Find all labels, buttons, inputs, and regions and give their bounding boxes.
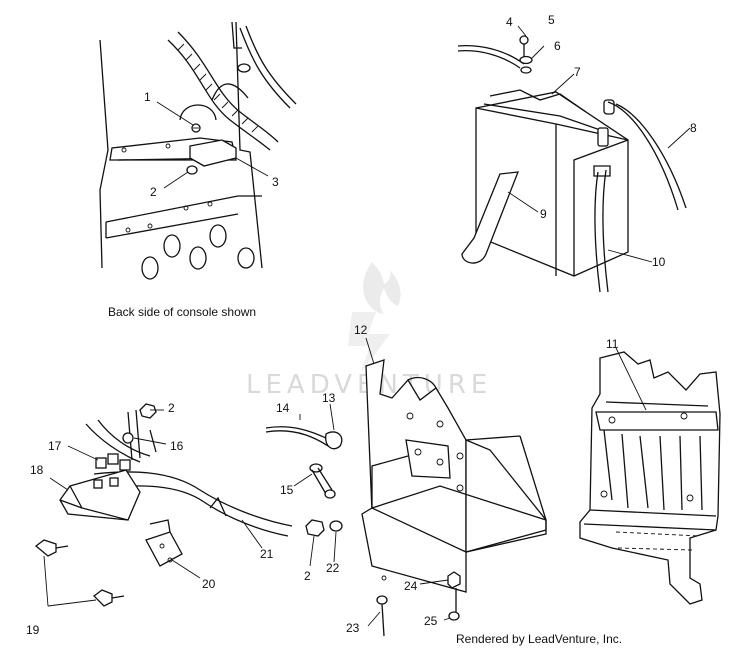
callout-10: 10 [652, 255, 666, 269]
relay-assembly [34, 403, 293, 607]
battery-box-assembly [579, 347, 721, 605]
callout-1: 1 [144, 90, 151, 104]
callout-4: 4 [506, 15, 513, 29]
callout-7: 7 [574, 65, 581, 79]
callout-23: 23 [346, 621, 360, 635]
battery-assembly [457, 25, 691, 293]
callout-25: 25 [424, 614, 438, 628]
bracket-assembly [265, 337, 547, 637]
callout-2: 2 [150, 185, 157, 199]
callout-18: 18 [30, 463, 44, 477]
callout-2-relay: 2 [168, 401, 175, 415]
callout-5: 5 [548, 13, 555, 27]
callout-12: 12 [354, 323, 368, 337]
console-caption: Back side of console shown [108, 305, 256, 319]
callout-19: 19 [26, 623, 40, 637]
callout-20: 20 [202, 577, 216, 591]
callout-24: 24 [404, 579, 418, 593]
callout-21: 21 [260, 547, 274, 561]
callout-17: 17 [48, 439, 62, 453]
console-assembly [99, 21, 297, 280]
footer-credit: Rendered by LeadVenture, Inc. [456, 632, 622, 646]
callout-3: 3 [272, 175, 279, 189]
callout-22: 22 [326, 561, 340, 575]
callout-8: 8 [690, 121, 697, 135]
callout-11: 11 [606, 337, 619, 351]
callout-6: 6 [554, 39, 561, 53]
callout-15: 15 [280, 483, 294, 497]
watermark-logo [348, 262, 401, 374]
callout-14: 14 [276, 401, 290, 415]
callout-13: 13 [322, 391, 336, 405]
callout-2-bracket: 2 [304, 569, 311, 583]
callout-9: 9 [540, 207, 547, 221]
callout-16: 16 [170, 439, 184, 453]
